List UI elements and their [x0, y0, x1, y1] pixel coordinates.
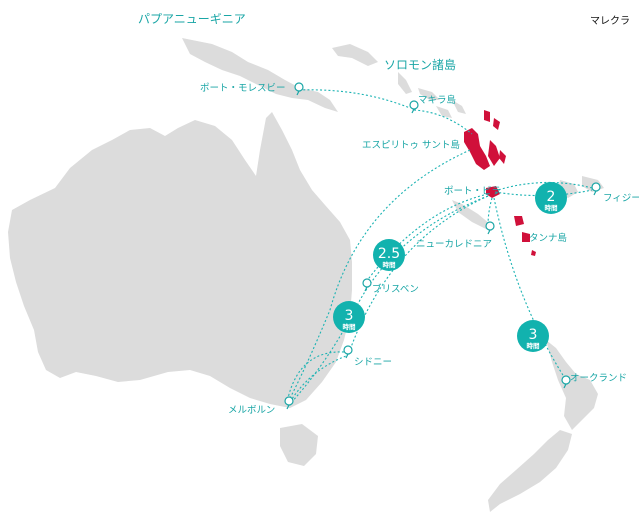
pin-fiji-icon — [591, 182, 601, 196]
pin-brisbane-icon — [362, 278, 372, 292]
label-papua-new-guinea: パプアニューギニア — [138, 12, 246, 26]
route-makira-espiritu-santo — [413, 109, 473, 135]
label-sydney: シドニー — [354, 357, 392, 368]
solomon-islands-land-1 — [418, 88, 440, 100]
efate-island — [486, 186, 500, 198]
pin-auckland-icon — [561, 375, 571, 389]
tanna-island — [522, 232, 530, 242]
route-port-vila-auckland — [493, 197, 567, 381]
svg-text:時間: 時間 — [343, 322, 357, 331]
route-port-vila-brisbane — [365, 193, 489, 283]
label-port-moresby: ポート・モレスビー — [200, 83, 286, 94]
vanuatu-north-island-3 — [499, 150, 506, 164]
pin-port-moresby-icon — [294, 82, 304, 96]
pin-sydney-icon — [343, 345, 353, 359]
svg-text:2: 2 — [547, 189, 556, 205]
vanuatu-north-island-1 — [484, 110, 490, 122]
solomon-islands-land-2 — [436, 106, 452, 118]
erromango-island — [514, 216, 524, 226]
papua-new-guinea-land — [182, 38, 338, 112]
route-port-vila-fiji — [494, 189, 593, 197]
new-zealand-south-island — [488, 430, 572, 512]
badge-sydney-flight-time: 3 時間 — [333, 301, 365, 333]
route-port-moresby-makira — [298, 89, 411, 109]
new-britain-land — [332, 44, 378, 66]
pin-makira-icon — [409, 100, 419, 114]
australia-land — [8, 112, 352, 408]
pin-melbourne-icon — [284, 396, 294, 410]
label-brisbane: ブリスベン — [372, 283, 419, 295]
espiritu-santo-island — [464, 128, 490, 170]
route-fiji-port-vila — [497, 181, 593, 191]
bougainville-land — [398, 72, 412, 94]
pin-new-caledonia-icon — [485, 221, 495, 235]
label-fiji: フィジー — [603, 193, 639, 204]
svg-text:時間: 時間 — [383, 260, 397, 269]
route-port-vila-sydney — [349, 195, 489, 351]
svg-text:3: 3 — [345, 308, 354, 324]
label-malekula: マレクラ — [590, 15, 630, 27]
label-tanna: タンナ島 — [529, 232, 567, 244]
malekula-island — [488, 140, 500, 166]
label-makira: マキラ島 — [418, 94, 456, 106]
label-port-vila: ポート・ビラ — [444, 186, 501, 197]
label-espiritu-santo: エスピリトゥ サント島 — [362, 139, 460, 151]
vanuatu-north-island-2 — [493, 118, 500, 130]
svg-text:3: 3 — [529, 327, 538, 343]
badge-auckland-flight-time: 3 時間 — [517, 320, 549, 352]
route-espiritu-santo-melbourne — [287, 149, 471, 403]
route-sydney-melbourne — [287, 351, 345, 399]
label-auckland: オークランド — [570, 373, 627, 384]
tasmania-land — [280, 424, 318, 466]
solomon-islands-land-3 — [452, 100, 466, 114]
badge-brisbane-flight-time: 2.5 時間 — [373, 239, 405, 271]
svg-text:2.5: 2.5 — [378, 246, 400, 262]
badge-fiji-flight-time: 2 時間 — [535, 182, 567, 214]
svg-text:時間: 時間 — [527, 341, 541, 350]
new-caledonia-land — [452, 200, 490, 230]
vanuatu-south-island — [531, 250, 536, 256]
svg-text:時間: 時間 — [545, 203, 559, 212]
label-solomon-islands: ソロモン諸島 — [384, 57, 456, 72]
label-new-caledonia: ニューカレドニア — [416, 239, 492, 250]
new-zealand-north-island — [546, 340, 598, 430]
label-melbourne: メルボルン — [228, 405, 275, 416]
